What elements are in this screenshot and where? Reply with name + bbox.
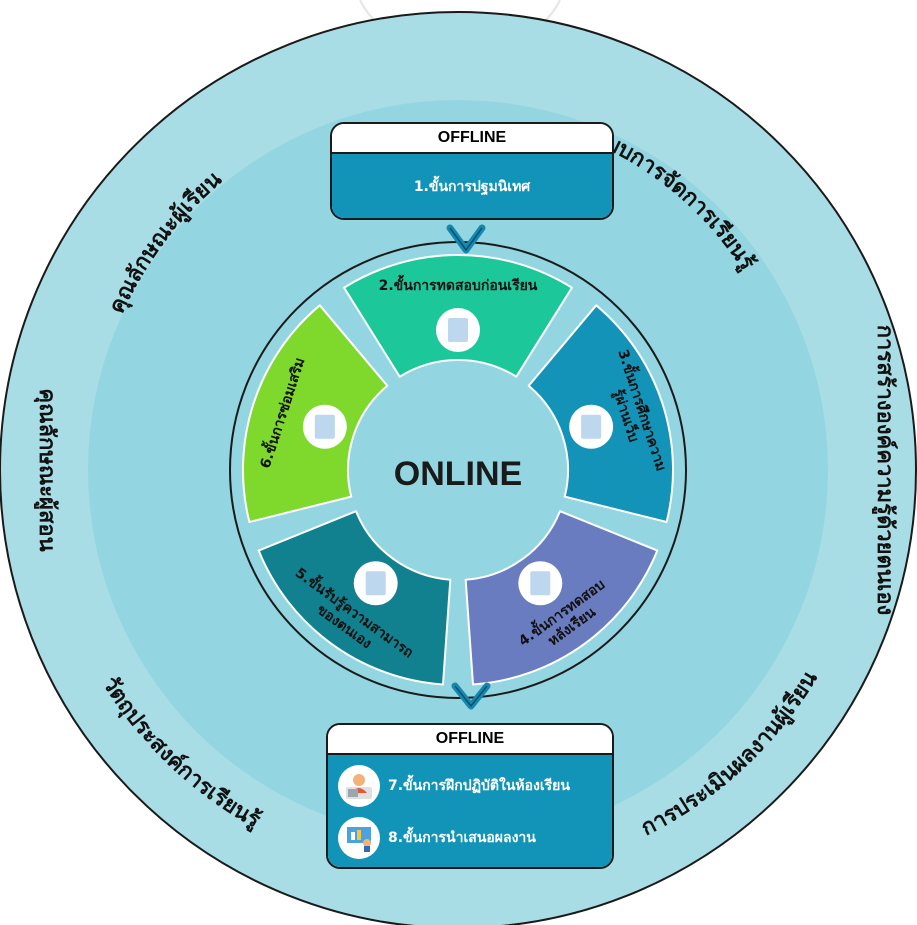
- online-title: ONLINE: [394, 455, 522, 493]
- step-8-label: 8.ขั้นการนำเสนอผลงาน: [388, 830, 536, 846]
- chevron-down-icon-bottom: [451, 682, 491, 710]
- chevron-down-icon-top: [446, 224, 486, 254]
- step-1-label: 1.ขั้นการปฐมนิเทศ: [413, 179, 531, 195]
- student-laptop-icon: [338, 765, 380, 807]
- segment-s5: [257, 510, 452, 686]
- offline-box-bottom: OFFLINE 7.ขั้นการฝึกปฏิบัติในห้องเรียน: [326, 723, 614, 869]
- trophy-people-icon-glyph: [365, 571, 386, 596]
- clipboard-pencil-icon-glyph: [448, 318, 468, 342]
- checklist-icon-glyph: [314, 414, 335, 439]
- clipboard-pencil-icon-glyph: [530, 571, 551, 596]
- step-8-row: 8.ขั้นการนำเสนอผลงาน: [328, 817, 612, 859]
- segment-label-line: 2.ขั้นการทดสอบก่อนเรียน: [379, 274, 538, 294]
- segment-s4: [464, 510, 659, 686]
- video-lesson-icon-glyph: [581, 414, 602, 439]
- offline-box-top: OFFLINE 1.ขั้นการปฐมนิเทศ: [330, 122, 614, 220]
- ring-label-left: คุณลักษณะผู้สอน: [33, 388, 59, 551]
- ring-label-right: การสร้างองค์ความรู้ด้วยตนเอง: [871, 325, 898, 616]
- segment-label-s2: 2.ขั้นการทดสอบก่อนเรียน: [379, 274, 538, 294]
- offline-bottom-header: OFFLINE: [328, 725, 612, 755]
- offline-top-body: 1.ขั้นการปฐมนิเทศ: [332, 154, 612, 218]
- step-7-row: 7.ขั้นการฝึกปฏิบัติในห้องเรียน: [328, 765, 612, 807]
- step-7-label: 7.ขั้นการฝึกปฏิบัติในห้องเรียน: [388, 778, 570, 794]
- presentation-icon: [338, 817, 380, 859]
- offline-bottom-body: 7.ขั้นการฝึกปฏิบัติในห้องเรียน 8.ขั้นการ…: [328, 755, 612, 867]
- offline-top-header: OFFLINE: [332, 124, 612, 154]
